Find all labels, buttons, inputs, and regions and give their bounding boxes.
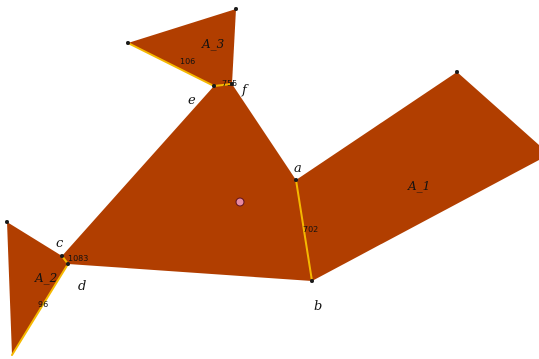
- point-b[interactable]: [310, 279, 314, 283]
- polygon-a1[interactable]: [296, 72, 539, 281]
- measure-ef: 755: [222, 79, 237, 88]
- edge-a3-diagonal[interactable]: [127, 42, 215, 87]
- measure-cd: 1083: [68, 254, 88, 263]
- polygon-a3[interactable]: [128, 9, 236, 86]
- label-f: f: [241, 83, 249, 98]
- point-a3-left[interactable]: [126, 41, 130, 45]
- measure-a3-inner: 106: [180, 57, 195, 66]
- label-a: a: [294, 161, 302, 176]
- point-a[interactable]: [294, 178, 298, 182]
- point-a2-top[interactable]: [5, 220, 9, 224]
- measure-a2-inner: 96: [38, 300, 48, 309]
- point-e[interactable]: [212, 84, 216, 88]
- center-point[interactable]: [235, 197, 245, 207]
- central-polygon[interactable]: [62, 84, 312, 281]
- point-a3-top[interactable]: [234, 7, 238, 11]
- label-a3: A_3: [201, 37, 225, 51]
- edge-a2-diagonal[interactable]: [11, 263, 69, 356]
- label-a2: A_2: [34, 271, 57, 285]
- point-a1-top[interactable]: [455, 70, 459, 74]
- label-a1: A_1: [407, 179, 430, 193]
- point-c[interactable]: [60, 254, 64, 258]
- edge-ab[interactable]: [295, 179, 313, 282]
- edge-ef[interactable]: [213, 83, 233, 87]
- label-c: c: [56, 236, 64, 251]
- point-f[interactable]: [230, 82, 234, 86]
- polygon-a2[interactable]: [7, 222, 68, 355]
- point-d[interactable]: [66, 262, 70, 266]
- label-d: d: [78, 279, 86, 294]
- measure-ab: 702: [303, 225, 318, 234]
- label-b: b: [314, 299, 322, 314]
- label-e: e: [188, 93, 196, 108]
